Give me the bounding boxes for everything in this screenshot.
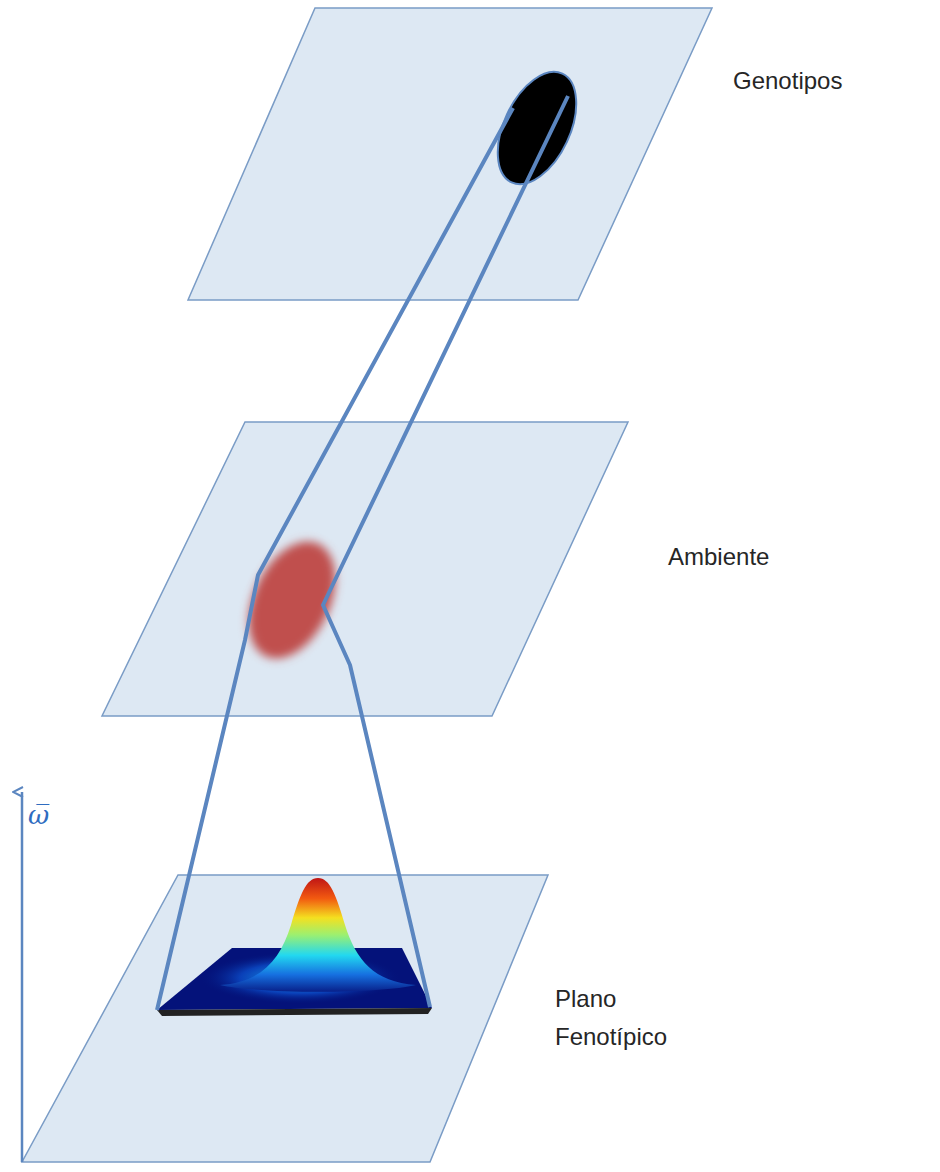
plane-label: Genotipos (733, 62, 842, 100)
plane-label: Ambiente (668, 538, 769, 576)
genotype-region (482, 60, 593, 197)
plane-label: Plano Fenotípico (555, 980, 695, 1056)
axis-label: ω̅ (28, 800, 49, 830)
gaussian-peak (220, 878, 416, 992)
surface-shadow (157, 1008, 432, 1016)
environment-plane (102, 422, 628, 716)
environment-region (231, 528, 352, 673)
projection-line (157, 108, 513, 1010)
projection-line (323, 96, 568, 1007)
phenotype-plane (22, 875, 548, 1162)
genotype-plane (188, 8, 712, 300)
fitness-axis (21, 792, 24, 1162)
